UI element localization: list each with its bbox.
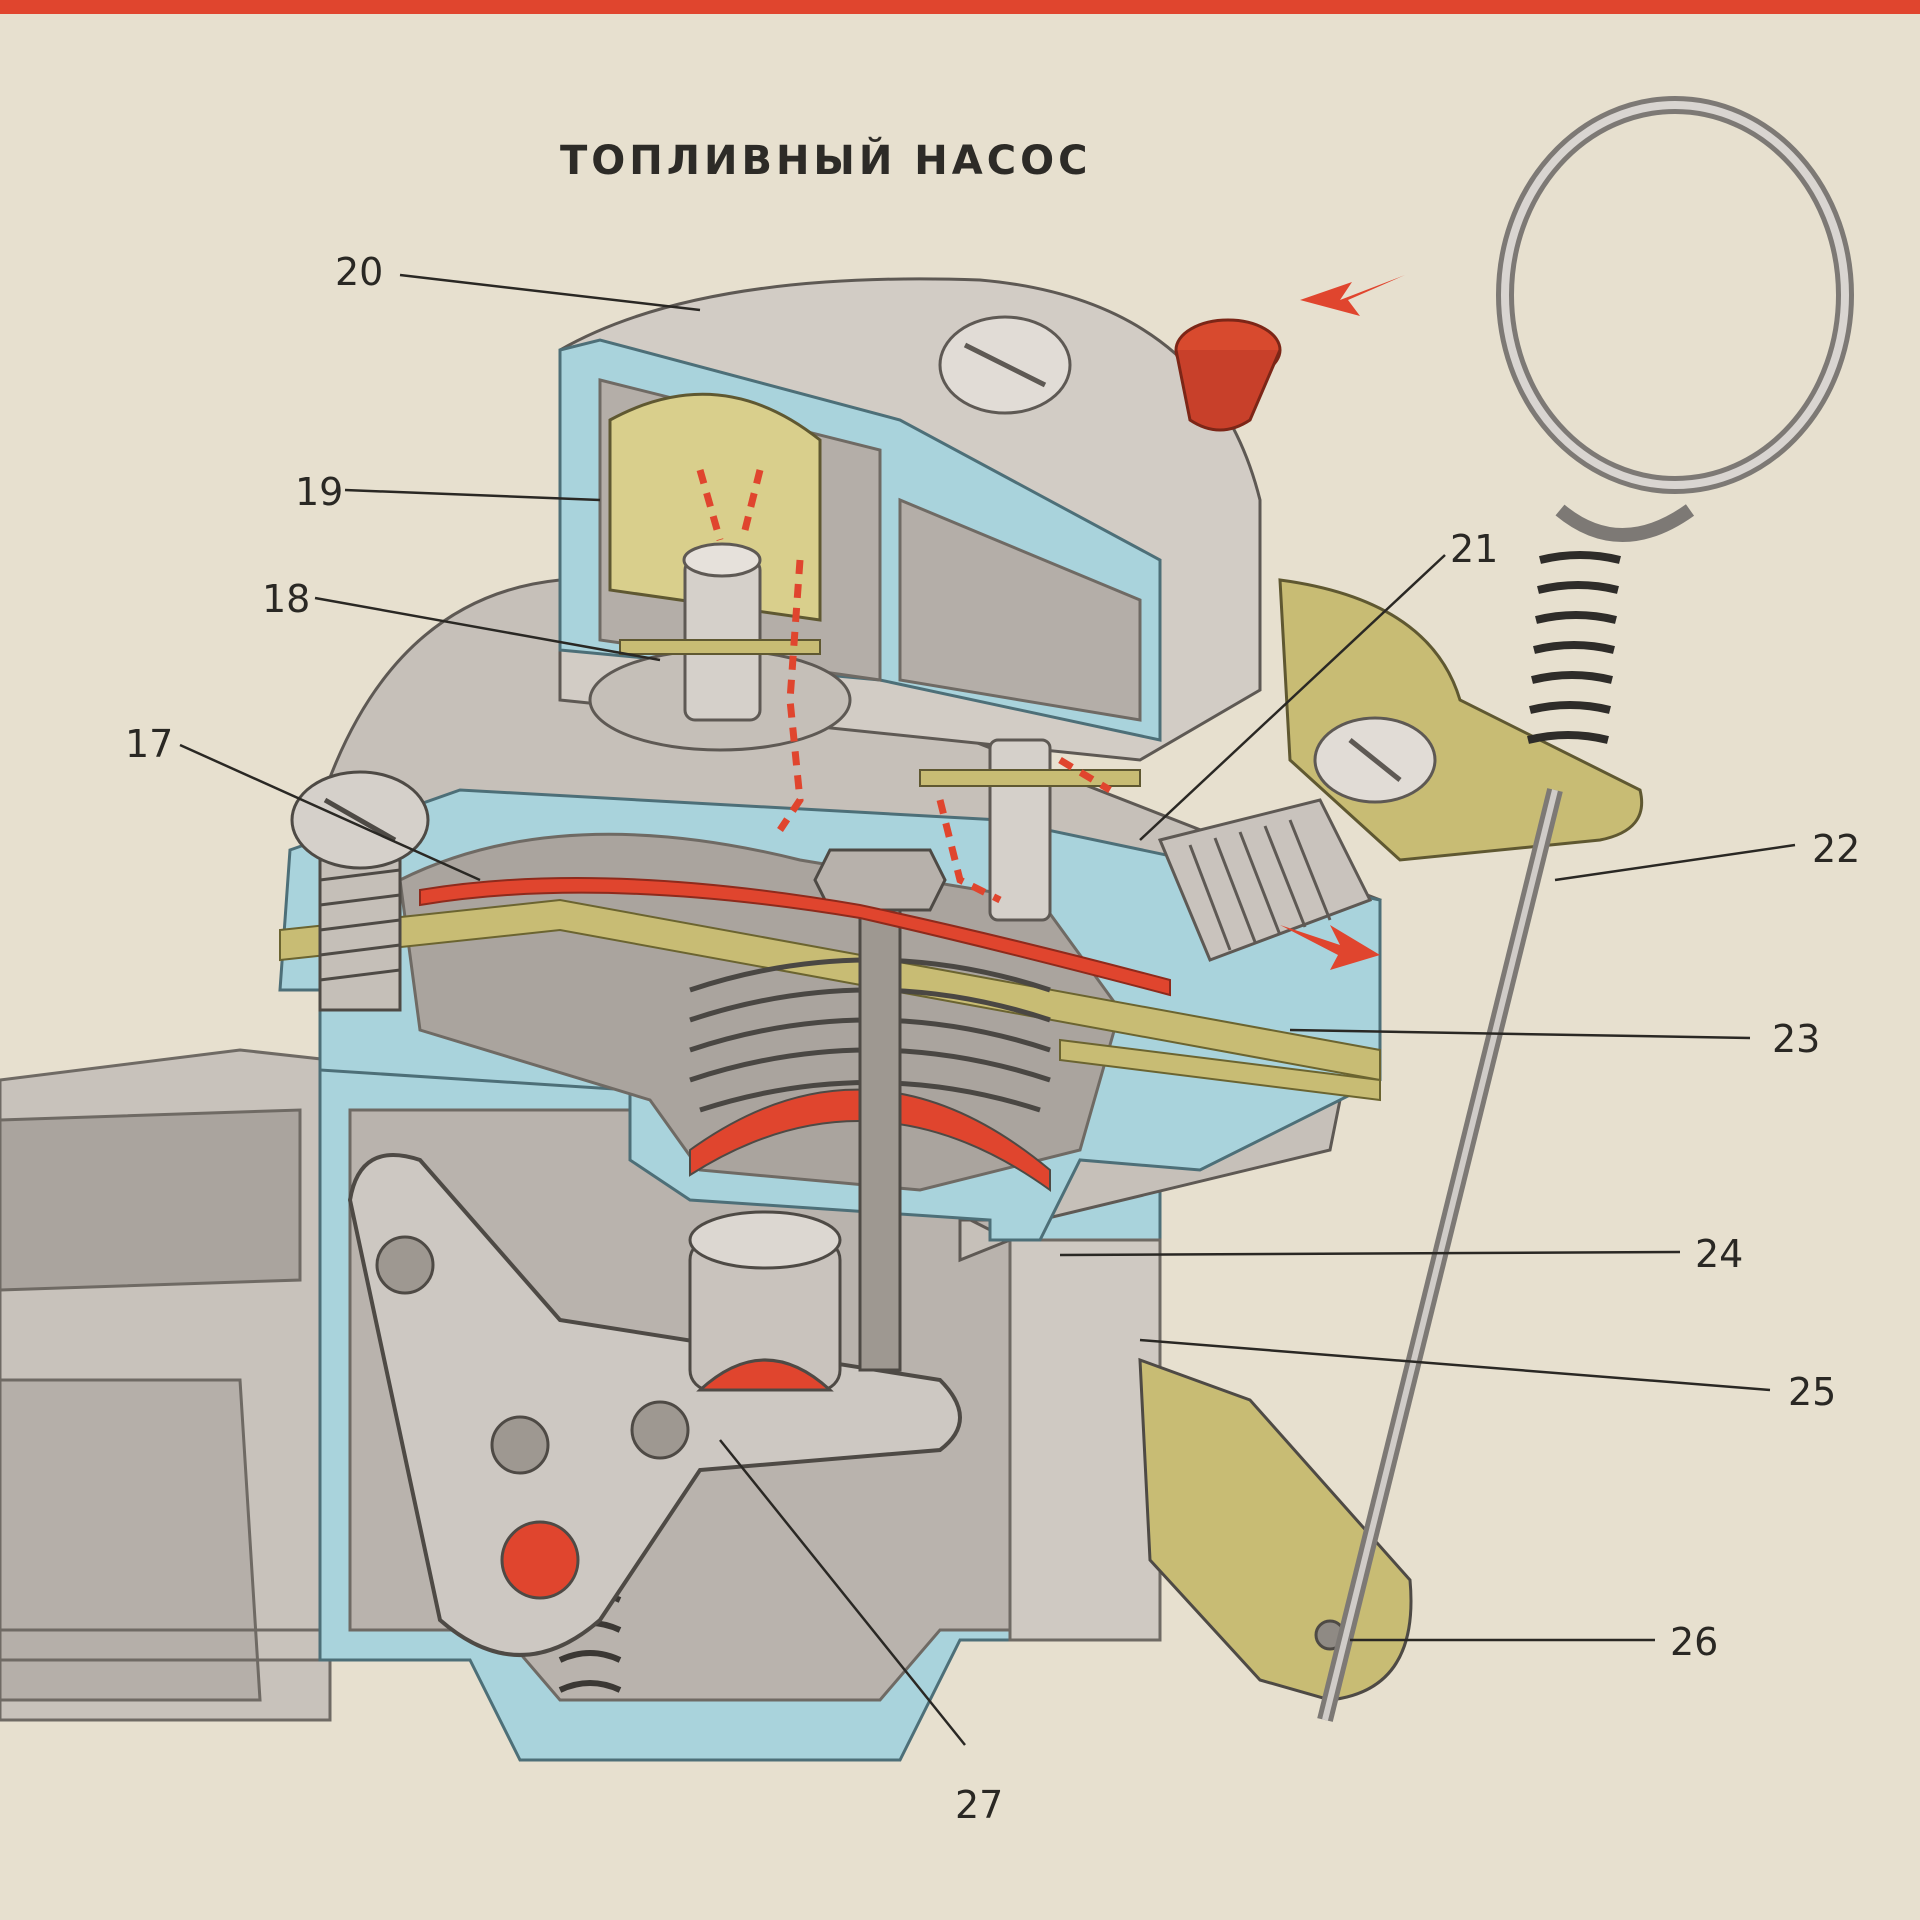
cover-screw [290, 770, 430, 1012]
callout-23: 23 [1772, 1017, 1820, 1061]
inlet-valve [588, 542, 852, 752]
callout-21: 21 [1450, 527, 1498, 571]
callout-labels: 20 19 18 17 21 22 23 24 25 26 27 [125, 250, 1860, 1827]
callout-17: 17 [125, 722, 173, 766]
callout-26: 26 [1670, 1620, 1718, 1664]
inlet-fitting [1174, 318, 1282, 432]
callout-22: 22 [1812, 827, 1860, 871]
callout-20: 20 [335, 250, 383, 294]
leader-lines [179, 273, 1796, 1746]
callout-18: 18 [262, 577, 310, 621]
cam-follower [688, 1210, 842, 1392]
top-red-band [0, 0, 1920, 14]
inlet-flow-arrow [1300, 275, 1405, 316]
outlet-flow-arrow [1280, 925, 1380, 970]
lower-diaphragm-seal [689, 1088, 1051, 1192]
diaphragm [419, 877, 1171, 997]
callout-27: 27 [955, 1783, 1003, 1827]
callout-24: 24 [1695, 1232, 1743, 1276]
drive-lever [347, 1153, 962, 1657]
outlet-fitting [1157, 798, 1373, 962]
pull-rod [813, 848, 947, 1372]
fuel-flow-path [696, 469, 1112, 904]
mounting-flange [1278, 578, 1644, 862]
priming-spring [1527, 551, 1621, 744]
priming-rod [1317, 788, 1563, 1722]
callout-25: 25 [1788, 1370, 1836, 1414]
priming-ring [1496, 96, 1854, 542]
callout-19: 19 [295, 470, 343, 514]
diagram-title: ТОПЛИВНЫЙ НАСОС [560, 138, 1092, 184]
engine-block [0, 1048, 332, 1722]
